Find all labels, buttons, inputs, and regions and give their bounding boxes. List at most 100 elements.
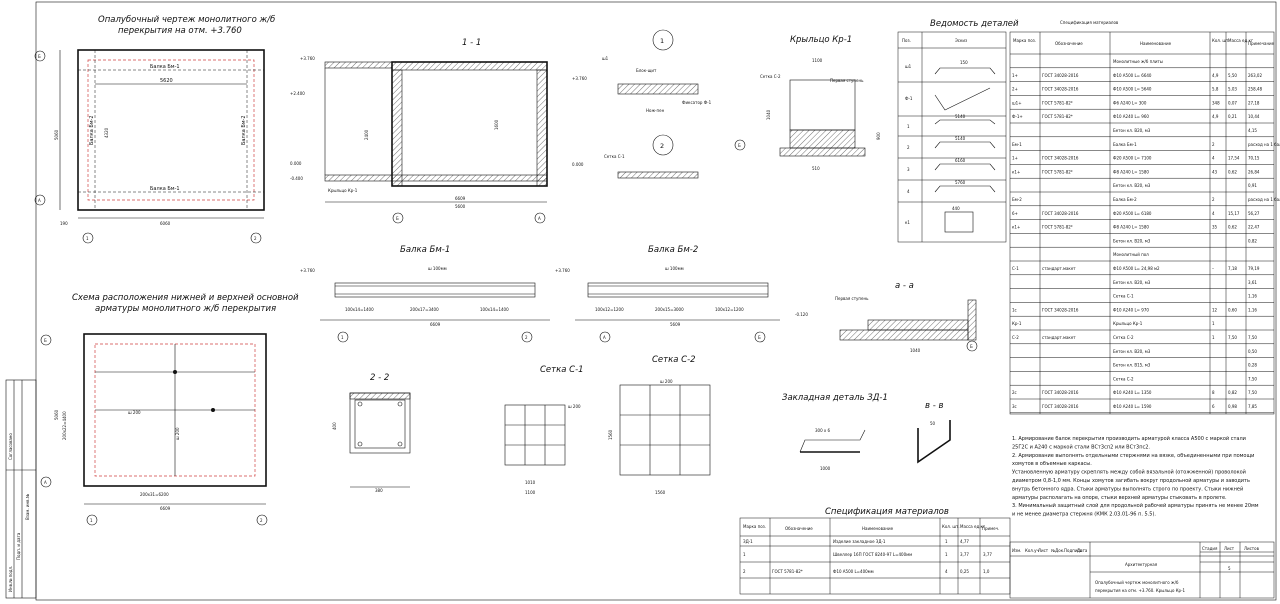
scheme-bar-2: ш 200 <box>175 427 180 440</box>
scheme-bar-1: ш 200 <box>128 410 141 415</box>
plan-dim-htotal: 5060 <box>54 129 59 140</box>
spec-cell-q: 43 <box>1212 169 1218 174</box>
stamp-sheet: 5 <box>1228 566 1231 571</box>
spec-cell-w: 0,62 <box>1228 169 1237 174</box>
spec2-cell-w: 3,77 <box>960 552 969 557</box>
spec-cell-p: 0,82 <box>1248 238 1257 243</box>
spec2-cell-q: 1 <box>945 539 948 544</box>
spec-cell-q: 2 <box>1212 142 1215 147</box>
spec-cell-n: Балка Бм-2 <box>1113 197 1137 202</box>
spec-cell-n: Ф10 А240 L= 970 <box>1113 307 1149 312</box>
spec-cell-m: С-1 <box>1012 266 1019 271</box>
spec-cell-p: 3,61 <box>1248 280 1257 285</box>
secaa-l1: Первая ступень <box>835 296 869 301</box>
spec2-h-name: Наименование <box>862 526 894 531</box>
spec-cell-p: 7,50 <box>1248 335 1257 340</box>
meshc2-d3: 1560 <box>608 429 613 440</box>
sec11-mark-low: 0.000 <box>290 161 302 166</box>
spec-cell-m: 6+ <box>1012 211 1018 216</box>
spec-title: Спецификация материалов <box>1060 20 1119 25</box>
stamp-sheets-h: Листов <box>1244 546 1260 551</box>
spec2-cell-n: Швеллер 16П ГОСТ 8240-97 L=400мм <box>833 552 912 557</box>
spec-cell-p: 79,19 <box>1248 266 1260 271</box>
plan-beam-top: Балка Бм-1 <box>150 64 180 70</box>
plan-axis-2: 2 <box>254 236 257 241</box>
scheme-dim-h: 5060 <box>54 409 59 420</box>
spec-cell-w: 0,82 <box>1228 390 1237 395</box>
spec-cell-m: к1+ <box>1012 169 1020 174</box>
beam2-axis-b: Б <box>758 335 761 340</box>
spec2-h-mass: Масса ед.кг <box>960 524 985 529</box>
spec-table: Спецификация материалов Марка поз. Обозн… <box>1009 20 1280 415</box>
note-line: и не менее диаметра стержня (КМК 2.03.01… <box>1012 512 1156 518</box>
node-2: 2 Сетка С-1 0.000 <box>572 134 699 179</box>
spec-cell-n: Сетка С-2 <box>1113 335 1134 340</box>
scheme-axis-1: 1 <box>90 518 93 523</box>
beam1-axis-2: 2 <box>525 335 528 340</box>
sec11-porch: Крыльцо Кр-1 <box>328 188 358 193</box>
spec-cell-p: 70,15 <box>1248 156 1260 161</box>
note-line: хомутов в объемные каркасы. <box>1012 461 1092 467</box>
spec-cell-d: стандарт.макет <box>1042 266 1076 271</box>
stamp-head: Подпись <box>1064 548 1083 553</box>
spec-cell-p: расход на 1 балку <box>1248 197 1280 202</box>
meshc1-d2: 1010 <box>525 480 536 485</box>
sheet-frame <box>35 1 1277 601</box>
note-line: 25Г2С и А240 с маркой стали ВСт3сп2 или … <box>1012 443 1150 450</box>
spec-cell-m: Бм-1 <box>1012 142 1022 147</box>
details-dim-5: 440 <box>952 206 960 211</box>
node2-mark: 0.000 <box>572 162 584 167</box>
spec-cell-m: С-2 <box>1012 335 1019 340</box>
details-row-1: Ф-1 <box>905 96 913 101</box>
spec-cell-q: 12 <box>1212 307 1218 312</box>
spec-cell-d: ГОСТ 5781-82* <box>1042 169 1073 174</box>
details-h-sketch: Эскиз <box>955 38 967 43</box>
spec2-cell-p: 1,0 <box>983 569 990 574</box>
spec-cell-n: Бетон кл. В20, м3 <box>1113 280 1151 285</box>
spec-cell-q: 35 <box>1212 225 1218 230</box>
spec-cell-n: Бетон кл. В20, м3 <box>1113 238 1151 243</box>
section-a-a: а - а Первая ступень -0.120 1040 Б <box>795 281 978 353</box>
spec-cell-w: 0,62 <box>1228 225 1237 230</box>
spec-cell-d: ГОСТ 34028-2016 <box>1042 87 1079 92</box>
spec-cell-n: Монолитные ж/б плиты <box>1113 59 1163 64</box>
spec2-h-qty: Кол. шт. <box>942 524 960 529</box>
spec2-cell-m: 1 <box>743 552 746 557</box>
sec11-mark-top: +3.760 <box>300 56 315 61</box>
beam-bm2: Балка Бм-2 +3.760 ш 100мм 100х12=1200 20… <box>555 245 780 343</box>
spec-cell-d: ГОСТ 5781-82* <box>1042 225 1073 230</box>
scheme-dim-side: 200х22=4400 <box>62 411 67 440</box>
porch-dim4: 510 <box>812 166 820 171</box>
spec-cell-n: Ф10 А500 L= 6640 <box>1113 73 1152 78</box>
plan-dim-inner: 5620 <box>160 78 173 84</box>
plan-dim-total: 6060 <box>160 221 171 226</box>
spec-cell-n: Ф10 А240 L= 1350 <box>1113 390 1152 395</box>
stamp-desc-2: перекрытия на отм. +3.760. Крыльцо Кр-1 <box>1095 588 1186 593</box>
spec-cell-n: Бетон кл. В15, м3 <box>1113 363 1151 368</box>
sec11-mark-mid: +2.400 <box>290 91 305 96</box>
details-h-pos: Поз. <box>902 38 911 43</box>
spec-cell-m: Бм-2 <box>1012 197 1022 202</box>
spec-h-mass: Масса ед.кг <box>1228 38 1253 43</box>
spec-cell-m: 1с <box>1012 307 1017 312</box>
plan-axis-1: 1 <box>86 236 89 241</box>
stamp-head: Изм. <box>1012 548 1021 553</box>
spec-cell-m: 2с <box>1012 390 1017 395</box>
spec-cell-m: 2+ <box>1012 87 1018 92</box>
spec2-cell-m: ЗД-1 <box>743 539 753 544</box>
spec-cell-p: 258,48 <box>1248 87 1262 92</box>
plan-dim-hinner: 4320 <box>104 127 109 138</box>
secaa-mark: -0.120 <box>795 312 808 317</box>
spec-cell-w: 0,21 <box>1228 114 1237 119</box>
note-line: 2. Армирование выполнять отдельными стер… <box>1012 453 1254 459</box>
spec-cell-m: Ф-1+ <box>1012 114 1023 119</box>
meshc2-title: Сетка С-2 <box>652 355 696 365</box>
note-line: 1. Армирование балок перекрытия производ… <box>1012 435 1246 442</box>
spec2-cell-p: 3,77 <box>983 552 992 557</box>
secaa-dim: 1040 <box>910 348 921 353</box>
spec-cell-w: 5,03 <box>1228 87 1237 92</box>
scheme-axis-b: Б <box>44 338 47 343</box>
spec2-cell-w: 4,77 <box>960 539 969 544</box>
